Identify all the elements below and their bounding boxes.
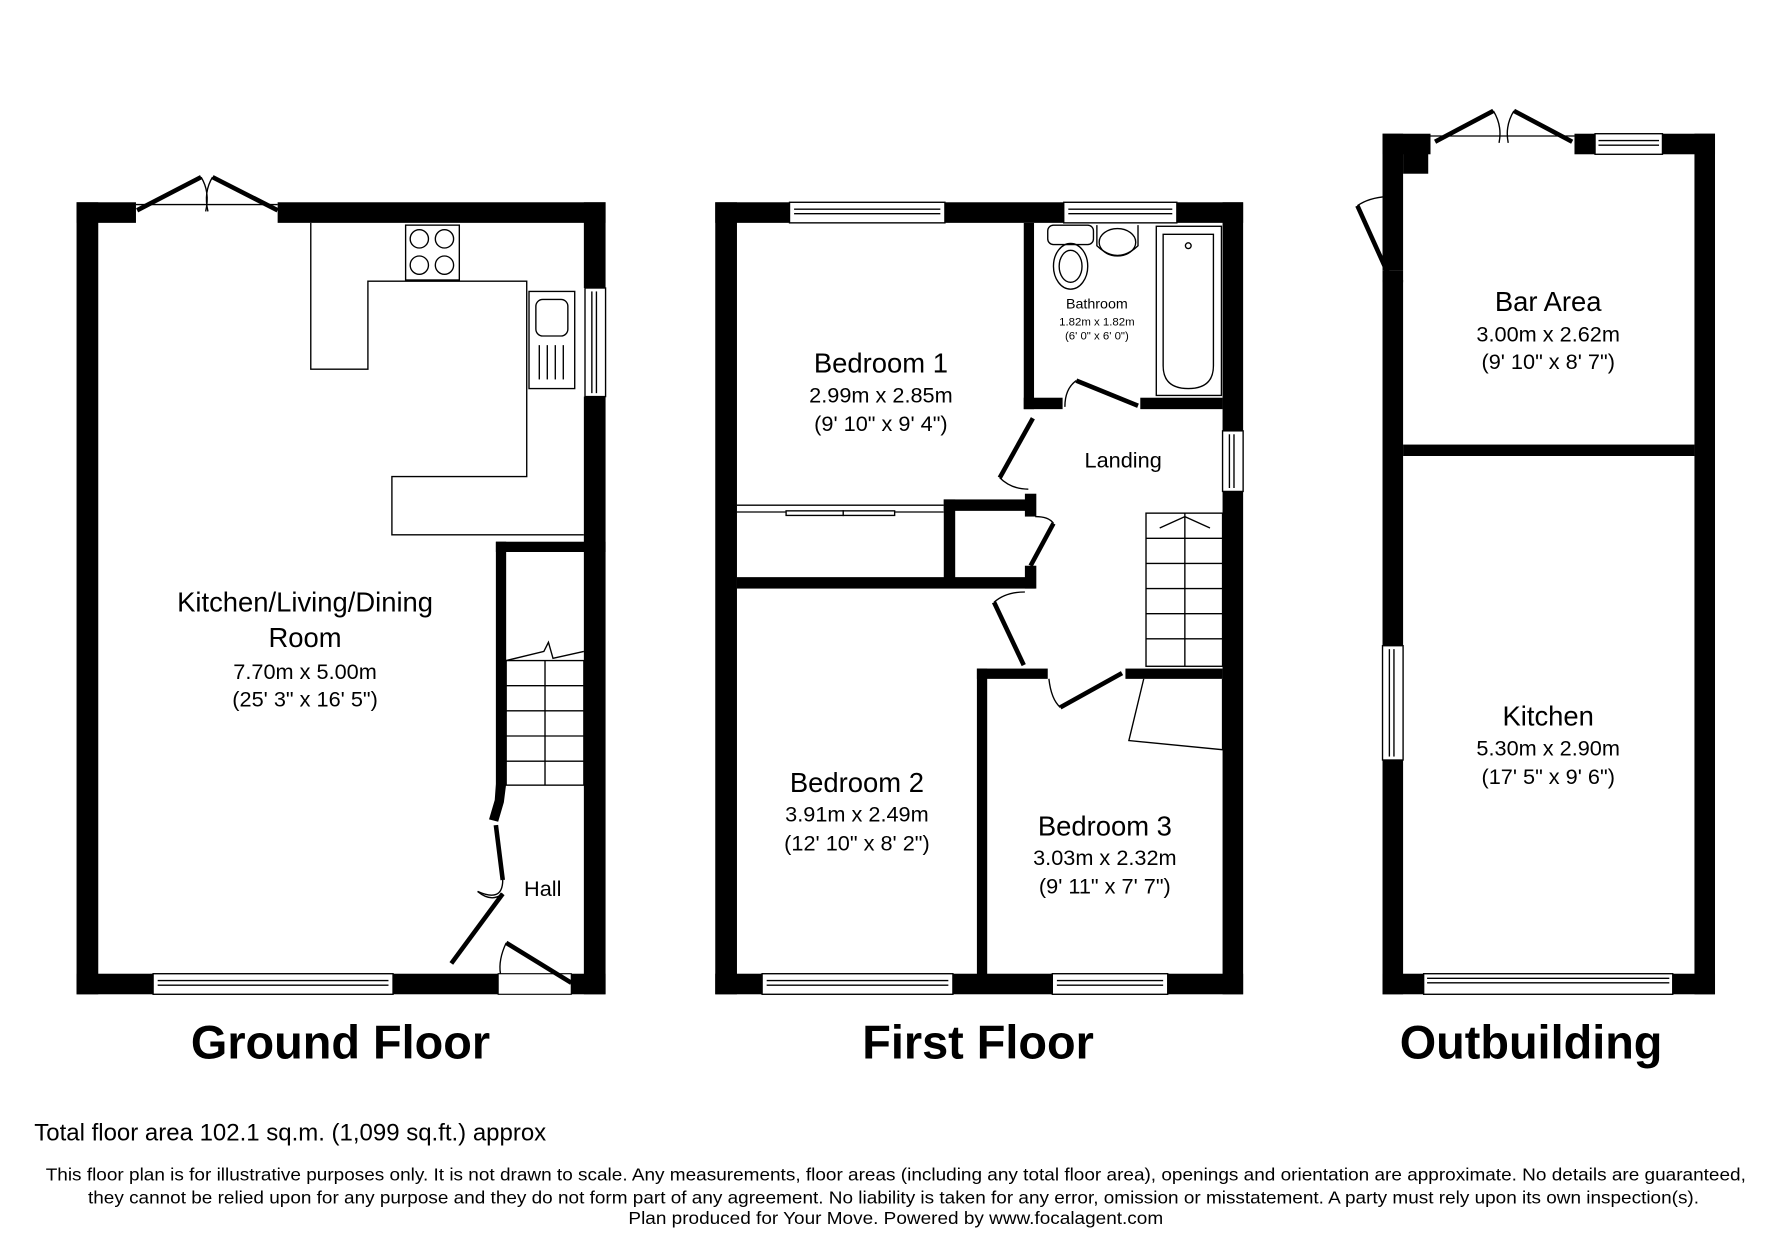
- room-metric-outbuilding-kitchen: 5.30m x 2.90m: [1476, 735, 1620, 760]
- bathtub-icon: [1155, 225, 1223, 397]
- room-imperial-bedroom-2: (12' 10" x 8' 2"): [784, 830, 930, 855]
- window-icon: [1063, 201, 1178, 224]
- room-name-landing: Landing: [1085, 447, 1162, 472]
- room-imperial-kitchen-living-dining: (25' 3" x 16' 5"): [232, 686, 378, 711]
- window-icon: [1221, 430, 1244, 493]
- floor-title-outbuilding: Outbuilding: [1400, 1016, 1663, 1068]
- staircase-icon: [505, 640, 585, 786]
- floor-title-first: First Floor: [862, 1016, 1094, 1068]
- room-imperial-bedroom-3: (9' 11" x 7' 7"): [1039, 874, 1171, 899]
- staircase-icon: [1128, 512, 1224, 751]
- window-icon: [1051, 973, 1169, 995]
- basin-icon: [1096, 225, 1139, 257]
- room-name-outbuilding-kitchen: Kitchen: [1502, 701, 1593, 732]
- sink-icon: [528, 290, 576, 390]
- room-name-bedroom-1: Bedroom 1: [814, 348, 948, 379]
- room-metric-bedroom-3: 3.03m x 2.32m: [1033, 845, 1177, 870]
- french-door-icon: [1430, 108, 1575, 144]
- window-icon: [1381, 645, 1404, 761]
- bedroom2-door-icon: [991, 591, 1026, 667]
- room-metric-kitchen-living-dining: 7.70m x 5.00m: [233, 659, 377, 684]
- room-name-kitchen-living-dining-line2: Room: [269, 622, 342, 653]
- hall-door-icon: [449, 824, 506, 965]
- bedroom1-door-icon: [997, 417, 1035, 490]
- window-icon: [1422, 973, 1674, 995]
- toilet-icon: [1047, 224, 1095, 290]
- room-metric-bedroom-1: 2.99m x 2.85m: [809, 382, 953, 407]
- disclaimer-line-1: This floor plan is for illustrative purp…: [46, 1165, 1746, 1185]
- window-icon: [152, 973, 394, 995]
- french-door-icon: [135, 175, 279, 213]
- floor-title-ground: Ground Floor: [191, 1016, 490, 1068]
- room-name-bedroom-2: Bedroom 2: [790, 767, 924, 798]
- room-imperial-outbuilding-kitchen: (17' 5" x 9' 6"): [1481, 764, 1614, 789]
- room-name-bedroom-3: Bedroom 3: [1038, 810, 1172, 841]
- footer: Total floor area 102.1 sq.m. (1,099 sq.f…: [34, 1120, 1746, 1228]
- total-floor-area: Total floor area 102.1 sq.m. (1,099 sq.f…: [34, 1120, 546, 1147]
- window-icon: [788, 201, 946, 224]
- room-imperial-bedroom-1: (9' 10" x 9' 4"): [814, 411, 947, 436]
- room-imperial-bar-area: (9' 10" x 8' 7"): [1481, 349, 1614, 374]
- room-metric-bathroom: 1.82m x 1.82m: [1059, 317, 1134, 329]
- window-icon: [761, 973, 954, 995]
- outbuilding-plan: Bar Area 3.00m x 2.62m (9' 10" x 8' 7") …: [1355, 108, 1716, 1068]
- hob-icon: [404, 224, 461, 281]
- first-floor-plan: Bedroom 1 2.99m x 2.85m (9' 10" x 9' 4")…: [715, 201, 1244, 1068]
- credit-line: Plan produced for Your Move. Powered by …: [628, 1208, 1163, 1228]
- disclaimer-line-2: they cannot be relied upon for any purpo…: [88, 1187, 1699, 1207]
- room-name-bathroom: Bathroom: [1066, 297, 1128, 313]
- bathroom-door-icon: [1064, 378, 1139, 408]
- front-door-icon: [497, 940, 573, 995]
- ground-floor-plan: Kitchen/Living/Dining Room 7.70m x 5.00m…: [76, 175, 607, 1068]
- cupboard-door-icon: [1028, 515, 1056, 567]
- room-name-bar-area: Bar Area: [1495, 286, 1602, 317]
- room-name-kitchen-living-dining: Kitchen/Living/Dining: [177, 586, 433, 617]
- window-icon: [584, 287, 607, 398]
- room-imperial-bathroom: (6' 0" x 6' 0"): [1065, 330, 1129, 342]
- room-metric-bedroom-2: 3.91m x 2.49m: [785, 802, 929, 827]
- room-name-hall: Hall: [524, 876, 561, 901]
- bedroom3-door-icon: [1048, 671, 1124, 710]
- window-icon: [1594, 133, 1664, 155]
- side-door-icon: [1355, 195, 1392, 280]
- room-metric-bar-area: 3.00m x 2.62m: [1476, 322, 1620, 347]
